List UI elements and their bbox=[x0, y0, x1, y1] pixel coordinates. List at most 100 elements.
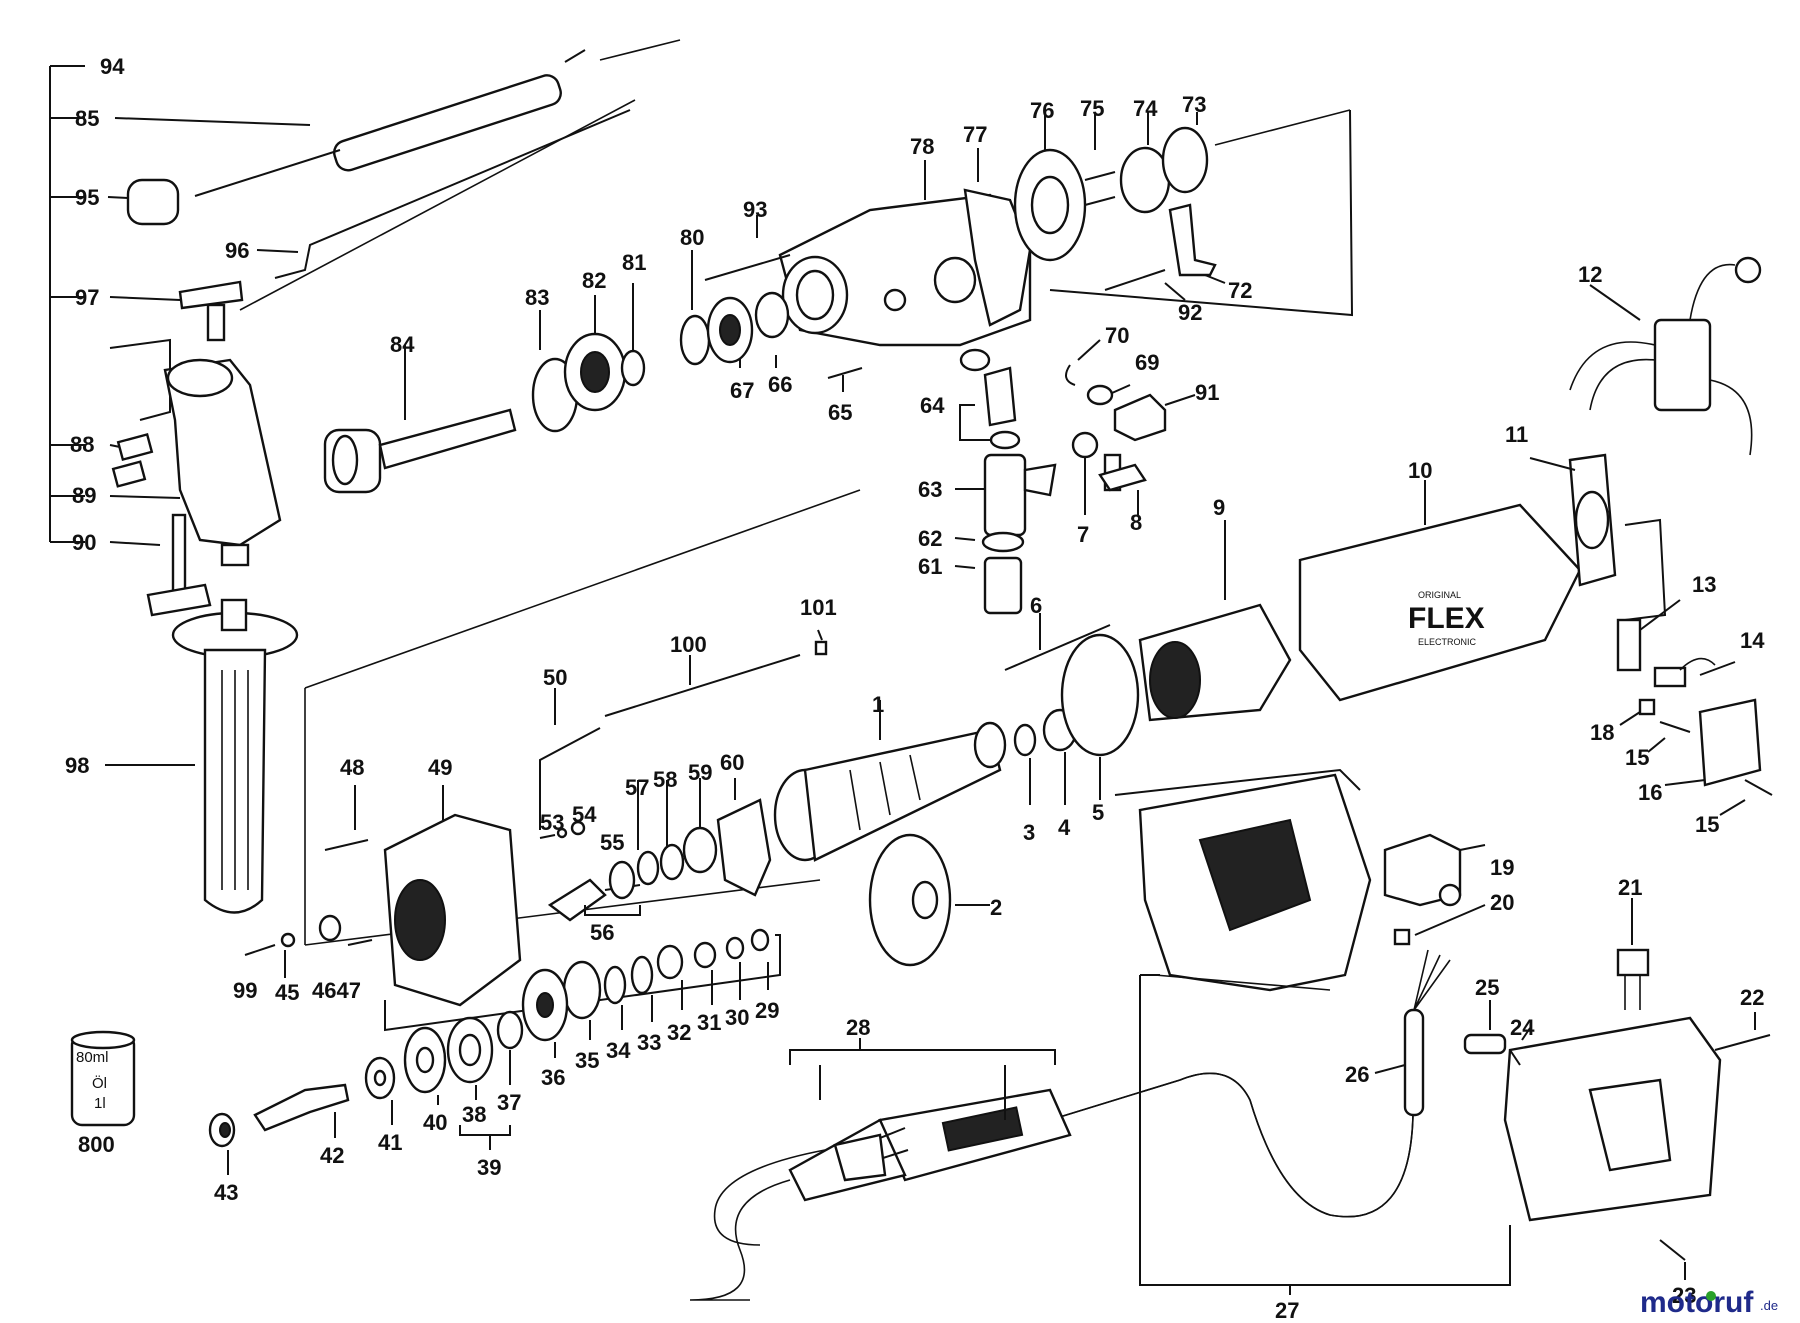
gear-2 bbox=[868, 833, 990, 967]
washer-30 bbox=[725, 936, 745, 1000]
ring-81 bbox=[620, 283, 646, 387]
gear-36 bbox=[521, 968, 569, 1058]
washer-7 bbox=[1071, 431, 1099, 515]
label-16: 16 bbox=[1638, 780, 1662, 805]
capacitor-21 bbox=[1616, 898, 1650, 1010]
pin-92 bbox=[1104, 269, 1186, 301]
label-28: 28 bbox=[846, 1015, 870, 1040]
depth-rod-85 bbox=[114, 39, 681, 311]
label-15b: 15 bbox=[1695, 812, 1719, 837]
part-20 bbox=[1393, 904, 1486, 946]
label-100: 100 bbox=[670, 632, 707, 657]
stator-9 bbox=[1138, 520, 1292, 722]
label-27: 27 bbox=[1275, 1298, 1299, 1323]
label-90: 90 bbox=[72, 530, 96, 555]
part-labels: 94 85 95 96 97 88 89 90 98 84 83 82 81 8… bbox=[65, 54, 1765, 1323]
label-61: 61 bbox=[918, 554, 942, 579]
label-23: 23 bbox=[1672, 1283, 1696, 1308]
label-92: 92 bbox=[1178, 300, 1202, 325]
label-74: 74 bbox=[1133, 96, 1158, 121]
side-handle-98 bbox=[105, 598, 299, 914]
washer-62 bbox=[954, 531, 1025, 553]
cover-16 bbox=[1664, 698, 1762, 787]
label-95: 95 bbox=[75, 185, 99, 210]
label-76: 76 bbox=[1030, 98, 1054, 123]
label-29: 29 bbox=[755, 998, 779, 1023]
disc-35 bbox=[562, 960, 602, 1040]
disc-5 bbox=[1060, 633, 1140, 800]
label-4647: 4647 bbox=[312, 978, 361, 1003]
label-18: 18 bbox=[1590, 720, 1614, 745]
wing-knob-97 bbox=[109, 280, 244, 342]
label-81: 81 bbox=[622, 250, 646, 275]
label-69: 69 bbox=[1135, 350, 1159, 375]
label-5: 5 bbox=[1092, 800, 1104, 825]
oil-line-2: 1l bbox=[94, 1095, 106, 1112]
label-13: 13 bbox=[1692, 572, 1716, 597]
screw-15-lower bbox=[1719, 779, 1773, 816]
label-83: 83 bbox=[525, 285, 549, 310]
label-32: 32 bbox=[667, 1020, 691, 1045]
label-85: 85 bbox=[75, 106, 99, 131]
ring-34 bbox=[603, 965, 627, 1030]
label-88: 88 bbox=[70, 432, 94, 457]
valve-63 bbox=[955, 453, 1057, 537]
label-49: 49 bbox=[428, 755, 452, 780]
housing-logo-brand: FLEX bbox=[1408, 602, 1485, 635]
label-80: 80 bbox=[680, 225, 704, 250]
gear-38 bbox=[446, 1016, 494, 1100]
label-60: 60 bbox=[720, 750, 744, 775]
ring-69 bbox=[1086, 384, 1131, 406]
handle-frame bbox=[1114, 768, 1372, 992]
label-101: 101 bbox=[800, 595, 837, 620]
shaft-42 bbox=[253, 1083, 350, 1138]
gasket-77 bbox=[963, 148, 1032, 327]
watermark: motoruf .de bbox=[1640, 1286, 1778, 1319]
label-63: 63 bbox=[918, 477, 942, 502]
label-57: 57 bbox=[625, 775, 649, 800]
rod-100 bbox=[604, 654, 801, 717]
pins-75 bbox=[1084, 112, 1116, 206]
brush-18 bbox=[1619, 698, 1656, 726]
group-39 bbox=[459, 1125, 511, 1150]
label-6: 6 bbox=[1030, 593, 1042, 618]
wing-bolt-90 bbox=[109, 513, 250, 617]
screw-65 bbox=[827, 367, 863, 392]
label-10: 10 bbox=[1408, 458, 1432, 483]
label-35: 35 bbox=[575, 1048, 599, 1073]
housing-logo-top: ORIGINAL bbox=[1418, 590, 1461, 600]
switch-19 bbox=[1383, 833, 1486, 907]
carbon-brush-14 bbox=[1653, 657, 1736, 688]
drive-parts-53-60 bbox=[539, 778, 772, 922]
armature-1 bbox=[773, 700, 1007, 862]
label-31: 31 bbox=[697, 1010, 721, 1035]
nipple-61 bbox=[954, 556, 1023, 615]
label-55: 55 bbox=[600, 830, 624, 855]
label-89: 89 bbox=[72, 483, 96, 508]
gear-housing-78 bbox=[778, 160, 1032, 347]
label-48: 48 bbox=[340, 755, 364, 780]
plug-28 bbox=[789, 1038, 1056, 1182]
left-assembly-bracket bbox=[49, 65, 85, 543]
label-66: 66 bbox=[768, 372, 792, 397]
clutch-74 bbox=[1119, 112, 1171, 214]
lever-72 bbox=[1168, 203, 1226, 284]
label-75: 75 bbox=[1080, 96, 1104, 121]
watermark-name: motoruf bbox=[1640, 1286, 1754, 1319]
handle-clamp-89 bbox=[109, 338, 282, 547]
label-34: 34 bbox=[606, 1038, 631, 1063]
bent-rod-96 bbox=[256, 109, 631, 279]
nut-43 bbox=[208, 1112, 236, 1175]
label-43: 43 bbox=[214, 1180, 238, 1205]
label-70: 70 bbox=[1105, 323, 1129, 348]
label-11: 11 bbox=[1505, 422, 1528, 447]
housing-logo-bottom: ELECTRONIC bbox=[1418, 637, 1477, 647]
label-84: 84 bbox=[390, 332, 415, 357]
label-3: 3 bbox=[1023, 820, 1035, 845]
right-bracket-gearhead bbox=[1049, 109, 1354, 317]
label-36: 36 bbox=[541, 1065, 565, 1090]
label-19: 19 bbox=[1490, 855, 1514, 880]
wire-50 bbox=[539, 688, 601, 830]
gear-76 bbox=[1013, 112, 1087, 262]
